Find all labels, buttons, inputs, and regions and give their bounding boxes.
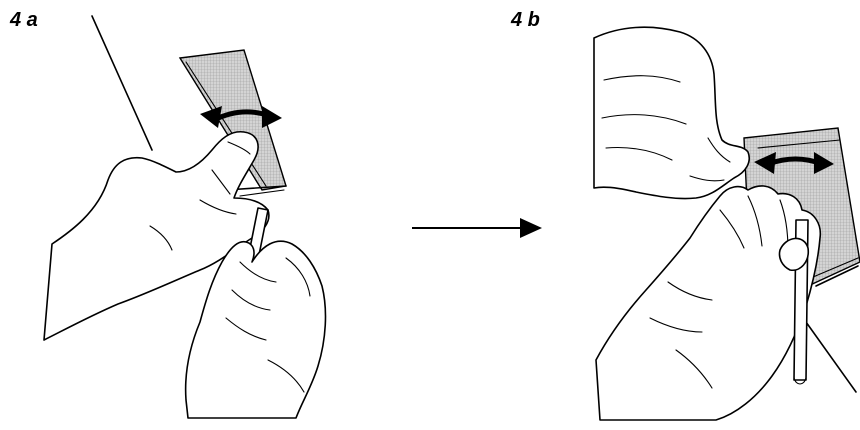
panel-a-drawing — [43, 15, 327, 419]
arrowhead-right-icon — [520, 218, 542, 238]
panel-a-right-hand — [184, 240, 327, 419]
panel-a-left-hand — [43, 130, 270, 341]
panel-b-rod — [778, 219, 810, 385]
panel-b-upper-hand — [593, 26, 750, 200]
panel-b-label: 4 b — [511, 9, 540, 31]
panel-b-drawing — [593, 26, 860, 421]
panel-a-edge-line — [91, 15, 153, 151]
panel-a-label: 4 a — [10, 9, 38, 31]
panel-b-rotate-arrow-icon — [754, 152, 834, 174]
panel-b-edge-line — [805, 321, 857, 393]
panel-b-lower-hand — [595, 185, 822, 421]
sequence-arrow — [412, 218, 542, 238]
panel-a-rotate-arrow-icon — [200, 106, 282, 128]
